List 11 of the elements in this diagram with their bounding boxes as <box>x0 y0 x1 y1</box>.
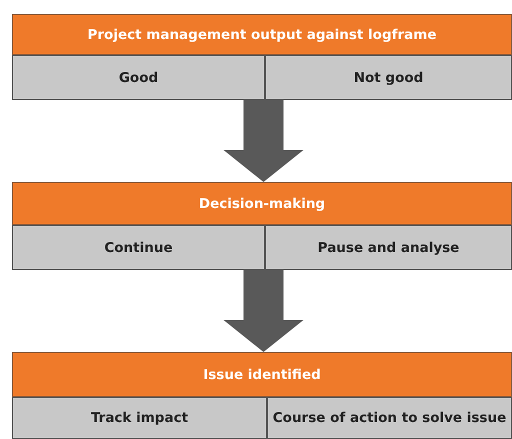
process-box: Good <box>12 55 265 100</box>
header-box: Project management output against logframe <box>12 14 512 55</box>
process-box: Not good <box>265 55 512 100</box>
process-box: Track impact <box>12 397 267 439</box>
arrow <box>224 270 304 352</box>
process-box: Course of action to solve issue <box>267 397 512 439</box>
header-box: Issue identified <box>12 352 512 397</box>
process-box: Continue <box>12 225 265 270</box>
header-box: Decision-making <box>12 182 512 225</box>
arrow <box>224 100 304 182</box>
process-box: Pause and analyse <box>265 225 512 270</box>
